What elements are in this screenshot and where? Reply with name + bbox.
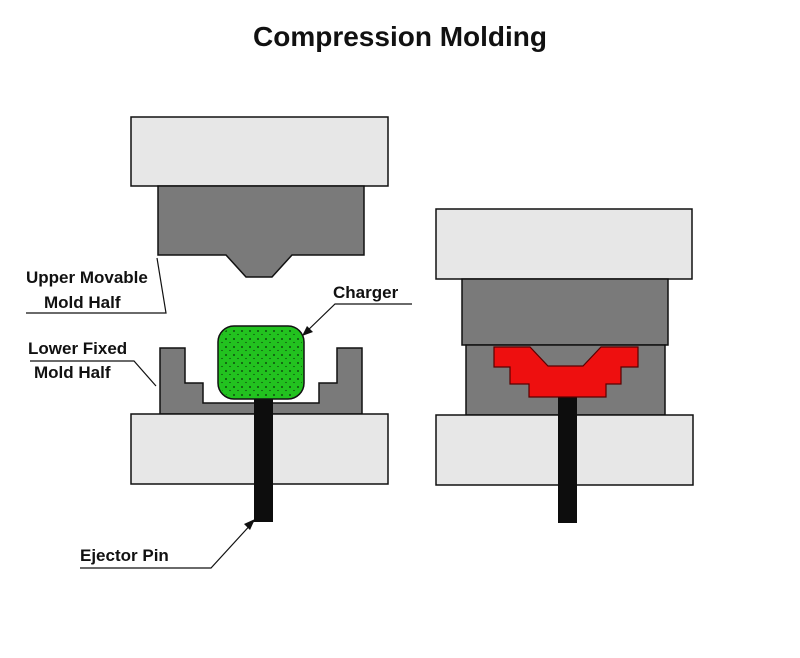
upper-label-line2: Mold Half xyxy=(44,293,121,312)
charger-leader-line xyxy=(303,303,412,335)
ejector-leader-line xyxy=(80,520,255,569)
upper-label-line1: Upper Movable xyxy=(26,268,148,287)
label-charger: Charger xyxy=(302,283,412,336)
ejector-arrowhead xyxy=(244,519,255,530)
lower-leader-line xyxy=(30,360,157,387)
upper-movable-mold-half xyxy=(157,185,365,278)
right-assembly-closed xyxy=(435,208,694,523)
upper-platen-right xyxy=(435,208,693,280)
label-upper-movable-mold-half: Upper Movable Mold Half xyxy=(26,257,167,314)
diagram-title: Compression Molding xyxy=(253,21,547,52)
ejector-pin-left xyxy=(254,398,273,522)
charger-arrowhead xyxy=(302,326,313,336)
label-lower-fixed-mold-half: Lower Fixed Mold Half xyxy=(28,339,157,387)
label-ejector-pin: Ejector Pin xyxy=(80,519,255,569)
left-assembly-open xyxy=(130,116,389,522)
ejector-pin-right xyxy=(558,390,577,523)
molded-part xyxy=(493,346,639,398)
upper-leader-line xyxy=(26,257,167,314)
charger-speckles xyxy=(220,328,302,397)
upper-mold-half-right xyxy=(461,278,669,346)
upper-platen-left xyxy=(130,116,389,187)
lower-label-line1: Lower Fixed xyxy=(28,339,127,358)
ejector-label: Ejector Pin xyxy=(80,546,169,565)
charger-label: Charger xyxy=(333,283,399,302)
lower-label-line2: Mold Half xyxy=(34,363,111,382)
